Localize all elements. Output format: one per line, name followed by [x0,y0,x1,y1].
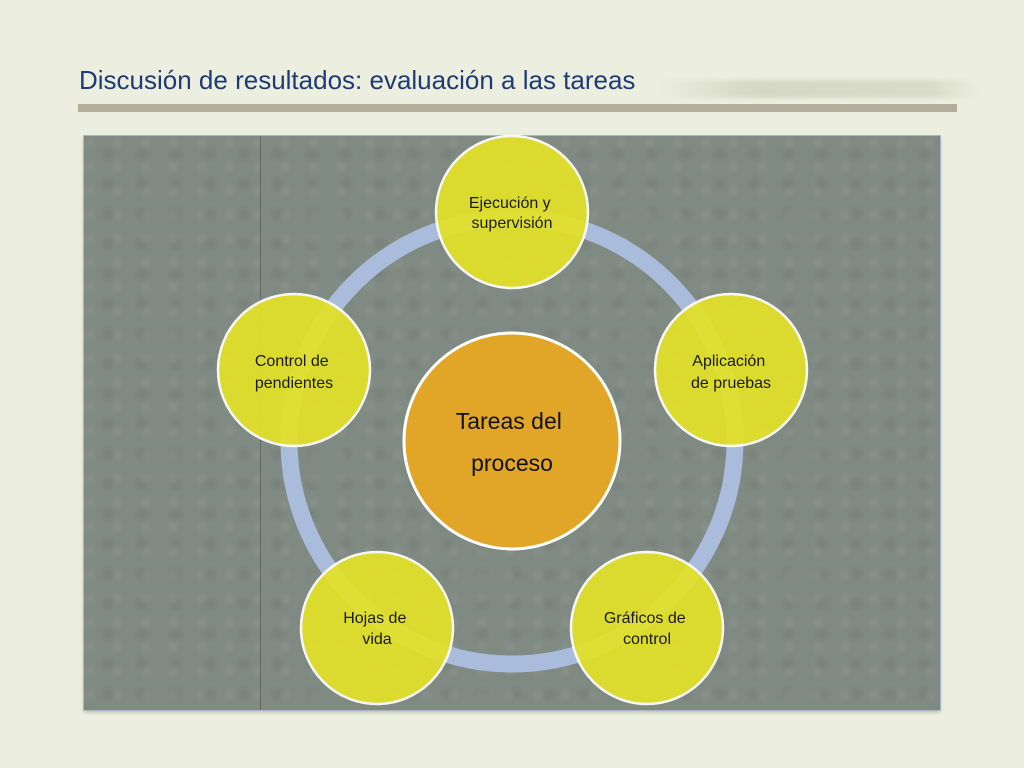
svg-text:Gráficos de control: Gráficos de control [604,610,690,648]
svg-text:Aplicación de pruebas: Aplicación de pruebas [691,353,771,392]
node-graficos: Gráficos de control [569,550,725,706]
node-ejecucion-line-2: supervisión [472,215,553,232]
slide-title: Discusión de resultados: evaluación a la… [79,65,636,95]
node-graficos-line-2: control [623,631,671,648]
node-aplicacion-line-1: Aplicación [692,353,765,370]
center-label-line-2: proceso [471,450,553,476]
node-aplicacion: Aplicación de pruebas [653,292,809,448]
node-control-line-2: pendientes [255,375,333,392]
node-ejecucion: Ejecución y supervisión [434,134,590,290]
center-node: Tareas del proceso [402,331,622,551]
center-label: Tareas del proceso [456,408,569,476]
title-rule [78,104,957,112]
svg-text:Hojas de vida: Hojas de vida [343,610,411,648]
node-hojas: Hojas de vida [299,550,455,706]
node-hojas-line-1: Hojas de [343,610,406,627]
center-label-line-1: Tareas del [456,408,562,434]
node-hojas-line-2: vida [362,631,391,648]
node-control: Control de pendientes [216,292,372,448]
title-glow [660,80,980,98]
node-ejecucion-line-1: Ejecución y [469,195,551,212]
svg-text:Ejecución y supervisió: Ejecución y supervisión [469,195,555,232]
node-aplicacion-line-2: de pruebas [691,375,771,392]
node-control-line-1: Control de [255,353,329,370]
node-graficos-line-1: Gráficos de [604,610,686,627]
svg-text:Control de pendientes: Control de pendientes [255,353,333,392]
